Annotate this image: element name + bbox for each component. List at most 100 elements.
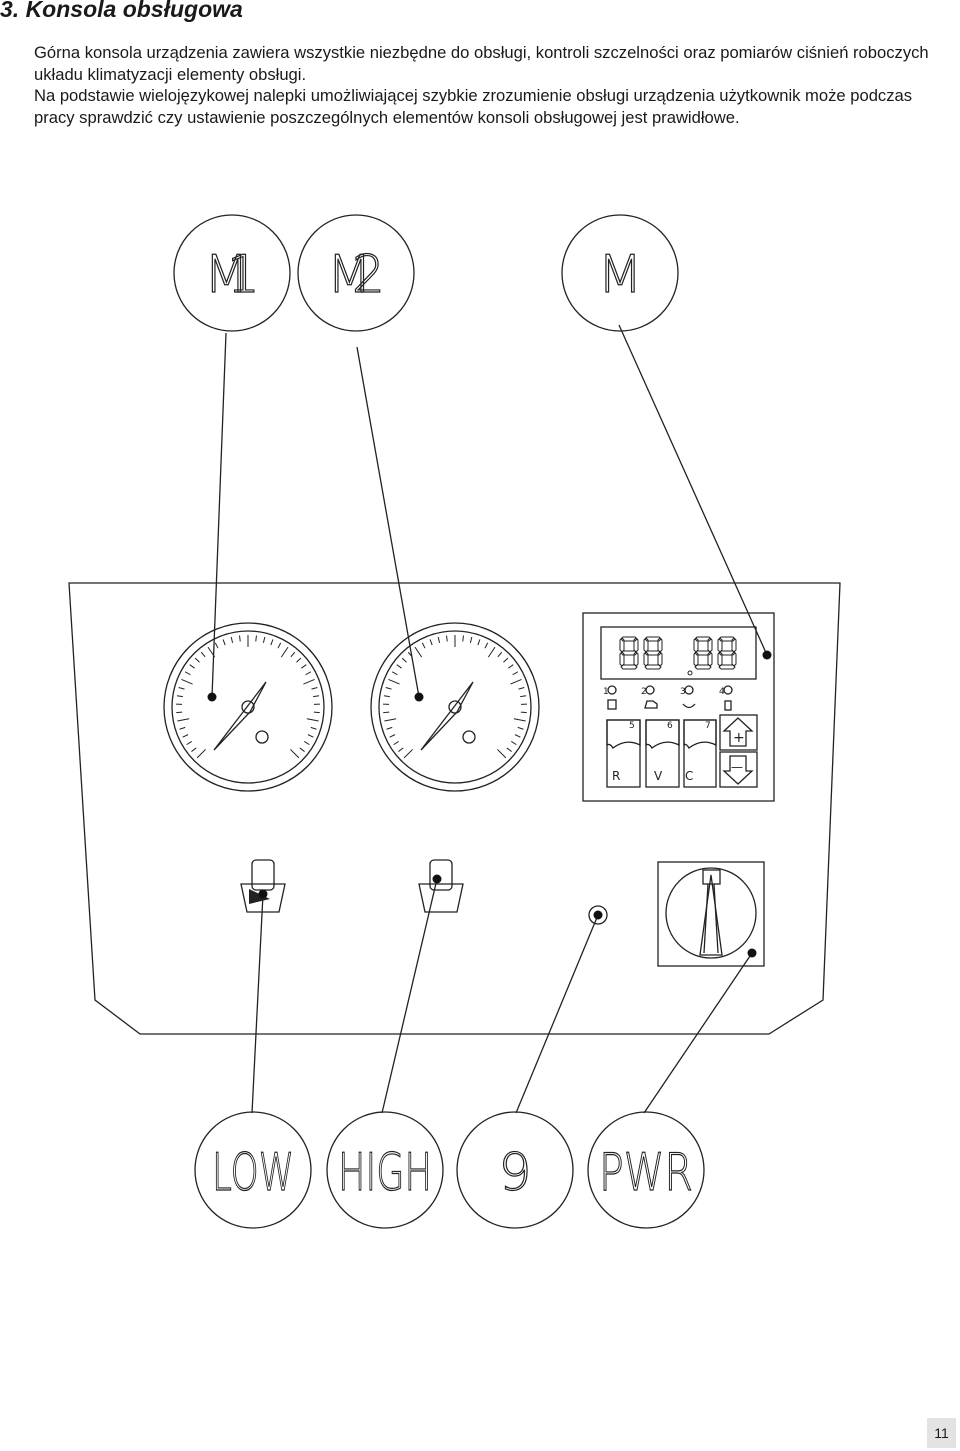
gauge-tick (184, 671, 191, 676)
gauge-tick (396, 664, 402, 669)
gauge-tick (520, 695, 527, 698)
gauge-tick (469, 636, 473, 643)
gauge-tick (510, 678, 522, 685)
callout-m2-circle (297, 214, 415, 332)
gauge-tick (207, 646, 216, 658)
intro-paragraph-1: Górna konsola urządzenia zawiera wszystk… (34, 43, 929, 84)
callout-pwr-circle (587, 1111, 705, 1229)
indicator-label-3: 3 (680, 687, 686, 697)
gauge-tick (196, 749, 206, 759)
indicator-label-2: 2 (641, 687, 647, 697)
gauge-tick (446, 635, 448, 642)
gauge-tick (517, 726, 524, 730)
gauge-tick (514, 734, 521, 738)
gauge-tick (296, 657, 302, 663)
gauge-tick (310, 726, 317, 730)
gauge-tick (477, 639, 481, 646)
key-letter-c: C (685, 769, 693, 783)
gauge-tick (512, 671, 519, 676)
gauge-tick (414, 646, 423, 658)
gauge-tick (391, 671, 398, 676)
gauge-tick (191, 747, 197, 752)
gauge-tick (403, 749, 413, 759)
gauge-tick (311, 686, 318, 690)
page-title: 3. Konsola obsługowa (0, 0, 243, 22)
gauge-tick (230, 636, 234, 643)
gauge-tick (385, 686, 392, 690)
key-number-7: 7 (705, 721, 711, 731)
gauge-tick (401, 657, 407, 663)
key-number-6: 6 (667, 721, 673, 731)
indicator-label-1: 1 (603, 687, 609, 697)
gauge-tick (487, 646, 496, 658)
gauge-tick (384, 718, 397, 722)
callout-9-label: 9 (498, 1143, 531, 1203)
control-panel (582, 612, 775, 802)
gauge-tick (506, 747, 512, 752)
gauge-tick (513, 718, 526, 722)
key-up-symbol: + (733, 730, 745, 746)
gauge-tick (313, 695, 320, 698)
gauge-tick (386, 726, 393, 730)
gauge-tick (178, 686, 185, 690)
gauge-tick (393, 741, 399, 746)
digital-display (619, 636, 737, 676)
gauge-tick (429, 639, 433, 646)
callout-m2-label: M2 (327, 245, 385, 305)
gauge-tick (177, 718, 190, 722)
gauge-tick (194, 657, 200, 663)
gauge-tick (518, 686, 525, 690)
gauge-tick (270, 639, 274, 646)
gauge-tick (307, 734, 314, 738)
gauge-tick (497, 651, 503, 658)
gauge-tick (290, 749, 300, 759)
gauge-tick (503, 657, 509, 663)
gauge-tick (222, 639, 226, 646)
callout-m1-circle (173, 214, 291, 332)
power-switch-frame (657, 861, 765, 967)
gauge-tick (304, 741, 310, 746)
gauge-tick (388, 678, 400, 685)
callout-high-circle (326, 1111, 444, 1229)
key-letter-r: R (612, 769, 620, 783)
gauge-tick (176, 695, 183, 698)
intro-text: Górna konsola urządzenia zawiera wszystk… (34, 42, 949, 128)
callout-low-circle (194, 1111, 312, 1229)
callout-pwr-label: PWR (599, 1143, 693, 1203)
gauge-tick (484, 642, 489, 649)
callout-m-label: M (598, 245, 643, 305)
gauge-tick (389, 734, 396, 738)
gauge-tick (303, 678, 315, 685)
gauge-tick (277, 642, 282, 649)
gauge-tick (262, 636, 266, 643)
key-down-symbol: — (731, 760, 743, 774)
callout-9-circle (456, 1111, 574, 1229)
gauge-tick (255, 635, 257, 642)
gauge-tick (200, 651, 206, 658)
console-outline (68, 582, 841, 1035)
gauge-tick (179, 726, 186, 730)
page-number: 11 (927, 1418, 956, 1448)
gauge-tick (189, 664, 195, 669)
gauge-tick (398, 747, 404, 752)
gauge-tick (239, 635, 241, 642)
gauge-tick (421, 642, 426, 649)
indicator-label-4: 4 (719, 687, 725, 697)
gauge-tick (290, 651, 296, 658)
gauge-tick (306, 718, 319, 722)
gauge-tick (462, 635, 464, 642)
callout-m1-label: M1 (204, 245, 260, 305)
gauge-tick (437, 636, 441, 643)
gauge-tick (181, 678, 193, 685)
intro-paragraph-2: Na podstawie wielojęzykowej nalepki umoż… (34, 86, 913, 127)
gauge-tick (511, 741, 517, 746)
gauge-tick (497, 749, 507, 759)
key-number-5: 5 (629, 721, 635, 731)
gauge-tick (214, 642, 219, 649)
gauge-tick (280, 646, 289, 658)
gauge-tick (182, 734, 189, 738)
gauge-tick (301, 664, 307, 669)
gauge-tick (186, 741, 192, 746)
gauge-tick (508, 664, 514, 669)
